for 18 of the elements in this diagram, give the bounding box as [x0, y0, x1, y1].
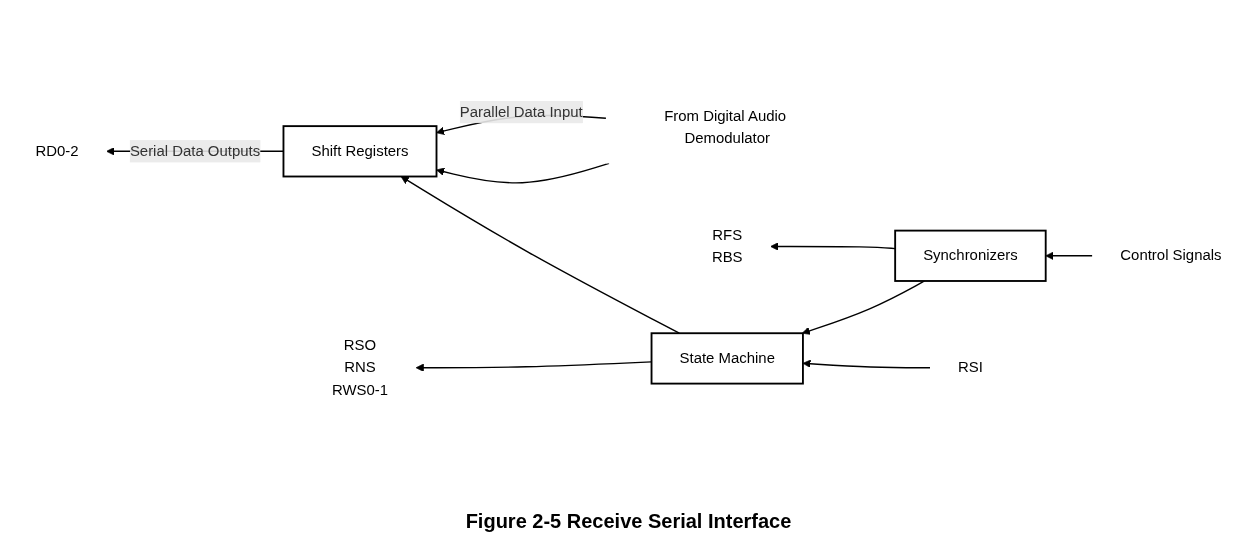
arrow [770, 242, 896, 251]
arrow [436, 162, 610, 184]
figure-caption: Figure 2-5 Receive Serial Interface [465, 509, 792, 534]
arrow [1045, 251, 1094, 260]
node-text: Control Signals [1120, 247, 1222, 264]
node-text: RSI [957, 359, 983, 376]
node-text: RD0-2 [35, 142, 79, 159]
node-box: State Machine [650, 332, 804, 385]
edge-label: Parallel Data Input [459, 103, 583, 120]
arrow [802, 359, 931, 369]
arrow [400, 176, 680, 334]
node-text: RFS RBS [711, 226, 743, 266]
node-box: Shift Registers [282, 125, 438, 178]
node-text: From Digital Audio Demodulator [664, 107, 787, 146]
edge-label: Serial Data Outputs [129, 142, 261, 159]
arrow [801, 280, 926, 335]
node-text: RSO RNS RWS0-1 [331, 336, 389, 398]
node-box: Synchronizers [894, 229, 1047, 282]
